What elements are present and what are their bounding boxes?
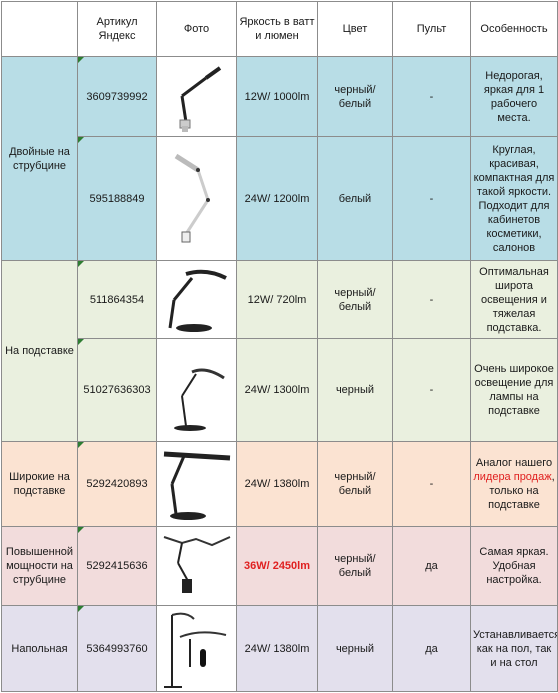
table-row: Двойные на струбцине 3609739992 12W/ 100… [1, 56, 558, 261]
article-cell[interactable]: 3609739992 [77, 56, 157, 137]
feature-cell: Аналог нашего лидера продаж, только на п… [470, 441, 558, 527]
table-row: На подставке 511864354 12W/ 720lm черный… [1, 260, 558, 442]
remote-cell: да [392, 526, 471, 606]
brightness-cell: 36W/ 2450lm [236, 526, 318, 606]
base-desk-lamp-wide-icon [156, 338, 237, 442]
feature-cell: Очень широкое освещение для лампы на под… [470, 338, 558, 442]
header-color: Цвет [317, 1, 393, 57]
floor-lamp-icon [156, 605, 237, 692]
wide-bar-lamp-icon [156, 441, 237, 527]
bestseller-highlight: лидера продаж [473, 471, 552, 483]
article-cell[interactable]: 5364993760 [77, 605, 157, 692]
group-label: На подставке [1, 260, 78, 442]
remote-cell: - [392, 136, 471, 261]
article-cell[interactable]: 5292415636 [77, 526, 157, 606]
header-remote: Пульт [392, 1, 471, 57]
brightness-cell: 24W/ 1380lm [236, 441, 318, 527]
brightness-cell: 12W/ 720lm [236, 260, 318, 339]
article-cell[interactable]: 51027636303 [77, 338, 157, 442]
base-desk-lamp-icon [156, 260, 237, 339]
table-row: Напольная 5364993760 24W/ 1380lm черный … [1, 605, 558, 692]
remote-cell: - [392, 260, 471, 339]
feature-cell: Круглая, красивая, компактная для такой … [470, 136, 558, 261]
feature-text: Аналог нашего [475, 457, 553, 469]
brightness-cell: 12W/ 1000lm [236, 56, 318, 137]
remote-cell: - [392, 441, 471, 527]
table-row: Повышенной мощности на струбцине 5292415… [1, 526, 558, 606]
header-row: Артикул Яндекс Фото Яркость в ватт и люм… [1, 1, 558, 57]
group-label: Напольная [1, 605, 78, 692]
article-value: 5364993760 [86, 642, 148, 655]
article-cell[interactable]: 511864354 [77, 260, 157, 339]
article-value: 511864354 [89, 293, 145, 306]
table-row: Широкие на подставке 5292420893 24W/ 138… [1, 441, 558, 527]
color-cell: черный/ белый [317, 441, 393, 527]
brightness-cell: 24W/ 1200lm [236, 136, 318, 261]
color-cell: черный [317, 338, 393, 442]
group-label: Двойные на струбцине [1, 56, 78, 261]
feature-cell: Оптимальная широта освещения и тяжелая п… [470, 260, 558, 339]
article-value: 595188849 [89, 192, 145, 205]
header-feature: Особенность [470, 1, 558, 57]
header-article: Артикул Яндекс [77, 1, 157, 57]
article-value: 5292420893 [86, 478, 148, 490]
header-photo: Фото [156, 1, 237, 57]
brightness-cell: 24W/ 1380lm [236, 605, 318, 692]
color-cell: черный/ белый [317, 526, 393, 606]
color-cell: черный/ белый [317, 260, 393, 339]
article-value: 5292415636 [86, 560, 148, 572]
feature-cell: Устанавливается как на пол, так и на сто… [470, 605, 558, 692]
color-cell: черный/ белый [317, 56, 393, 137]
article-cell[interactable]: 5292420893 [77, 441, 157, 527]
header-brightness: Яркость в ватт и люмен [236, 1, 318, 57]
article-value: 51027636303 [83, 384, 151, 396]
table-row: 51027636303 24W/ 1300lm черный - Очень ш… [2, 338, 558, 442]
article-value: 3609739992 [86, 90, 148, 103]
remote-cell: да [392, 605, 471, 692]
brightness-cell: 24W/ 1300lm [236, 338, 318, 442]
color-cell: белый [317, 136, 393, 261]
high-power-clamp-lamp-icon [156, 526, 237, 606]
table-row: 595188849 24W/ 1200lm белый - Круглая, к… [2, 136, 558, 261]
header-group [1, 1, 78, 57]
feature-cell: Недорогая, яркая для 1 рабочего места. [470, 56, 558, 137]
remote-cell: - [392, 338, 471, 442]
color-cell: черный [317, 605, 393, 692]
group-label: Повышенной мощности на струбцине [1, 526, 78, 606]
clamp-desk-lamp-icon [156, 56, 237, 137]
remote-cell: - [392, 56, 471, 137]
group-label: Широкие на подставке [1, 441, 78, 527]
article-cell[interactable]: 595188849 [77, 136, 157, 261]
feature-text: , только на подставке [488, 471, 555, 511]
feature-cell: Самая яркая. Удобная настройка. [470, 526, 558, 606]
clamp-desk-lamp-white-icon [156, 136, 237, 261]
